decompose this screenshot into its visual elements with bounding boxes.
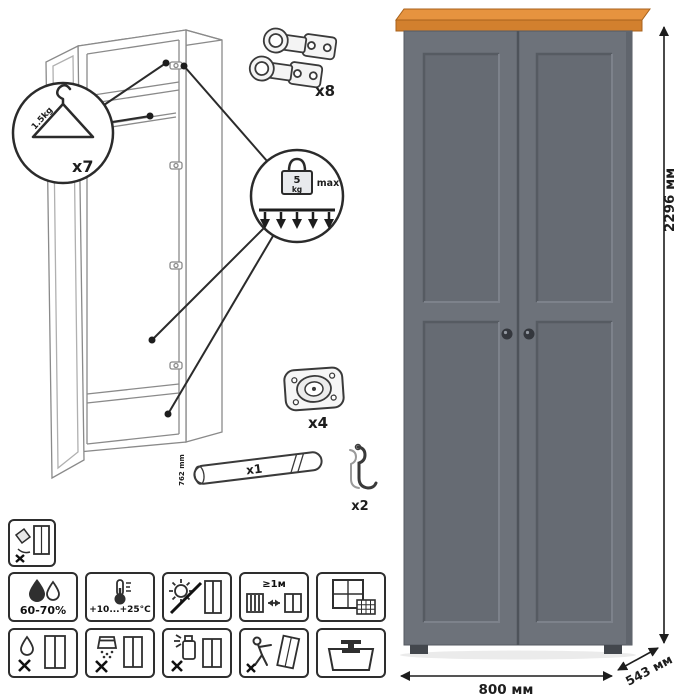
hanger-icon: [31, 84, 95, 139]
anvil-box-icon: [327, 640, 375, 671]
rod-count-label: x1: [245, 462, 263, 478]
wardrobe-top-surface: [395, 8, 651, 21]
wardrobe-top-front: [395, 19, 643, 32]
distance-label: ≥1м: [262, 578, 286, 590]
load-arrows: [260, 212, 334, 229]
care-tile-sunlight: [162, 572, 232, 622]
window-icon: [332, 579, 376, 615]
door-panel-upper-right: [535, 52, 613, 303]
temperature-label: +10...+25°C: [89, 605, 151, 615]
care-tile-no-drag: [239, 628, 309, 678]
load-unit-label: kg: [292, 185, 302, 194]
thermometer-icon: [114, 579, 131, 605]
feet-count-label: x4: [308, 414, 328, 432]
dimension-width-label: 800 мм: [479, 682, 534, 698]
care-tile-surface: [8, 519, 56, 567]
heat-distance-icon: [246, 592, 302, 613]
humidity-label: 60-70%: [19, 604, 67, 617]
hooks-count-label: x2: [351, 499, 368, 514]
hanger-circle: [11, 81, 115, 185]
wardrobe-render: [395, 8, 651, 660]
load-max-label: max: [317, 178, 339, 189]
wardrobe-foot-left: [410, 645, 428, 654]
hanger-count-label: x7: [72, 157, 93, 176]
no-solvent-icon: [171, 634, 222, 672]
door-panel-lower-right: [535, 320, 613, 623]
wardrobe-foot-right: [604, 645, 622, 654]
dimension-height: 2296 мм: [659, 26, 678, 644]
no-abrasive-icon: [95, 636, 143, 673]
dimension-height-label: 2296 мм: [662, 168, 678, 232]
rod-hardware: x1 762 mm x2: [178, 443, 378, 514]
door-knob-left: [501, 328, 513, 340]
surface-care-icon: [14, 525, 50, 563]
door-panel-lower-left: [422, 320, 500, 623]
load-value-label: 5: [294, 175, 301, 186]
weight-handle: [287, 157, 307, 172]
care-tile-ventilation: [316, 572, 386, 622]
door-knob-right: [523, 328, 535, 340]
hinge-hardware: x8: [248, 27, 338, 100]
no-drag-icon: [246, 634, 301, 673]
hook-icon: [349, 443, 378, 490]
care-tile-no-heavy: [316, 628, 386, 678]
care-tile-humidity: 60-70%: [8, 572, 78, 622]
care-tile-no-solvent: [162, 628, 232, 678]
load-circle: [249, 148, 345, 244]
door-panel-upper-left: [422, 52, 500, 303]
foot-hardware: x4: [283, 366, 345, 432]
care-tile-no-abrasive: [85, 628, 155, 678]
dimension-depth-label: 543 мм: [623, 651, 675, 688]
hinge-marks: [169, 61, 183, 370]
dimension-width: 800 мм: [400, 671, 613, 698]
care-tile-temperature: +10...+25°C: [85, 572, 155, 622]
rod-length-label: 762 mm: [178, 454, 186, 486]
care-tile-no-wet: [8, 628, 78, 678]
care-tile-heat-distance: ≥1м: [239, 572, 309, 622]
weight-icon: [281, 170, 313, 195]
no-wet-icon: [18, 635, 66, 672]
hinges-count-label: x8: [315, 82, 335, 100]
no-sunlight-icon: [169, 579, 222, 615]
hanger-callout: 1.5kg x7: [11, 59, 170, 185]
humidity-icon: [29, 579, 60, 602]
load-callout: 5 kg max: [148, 62, 345, 418]
